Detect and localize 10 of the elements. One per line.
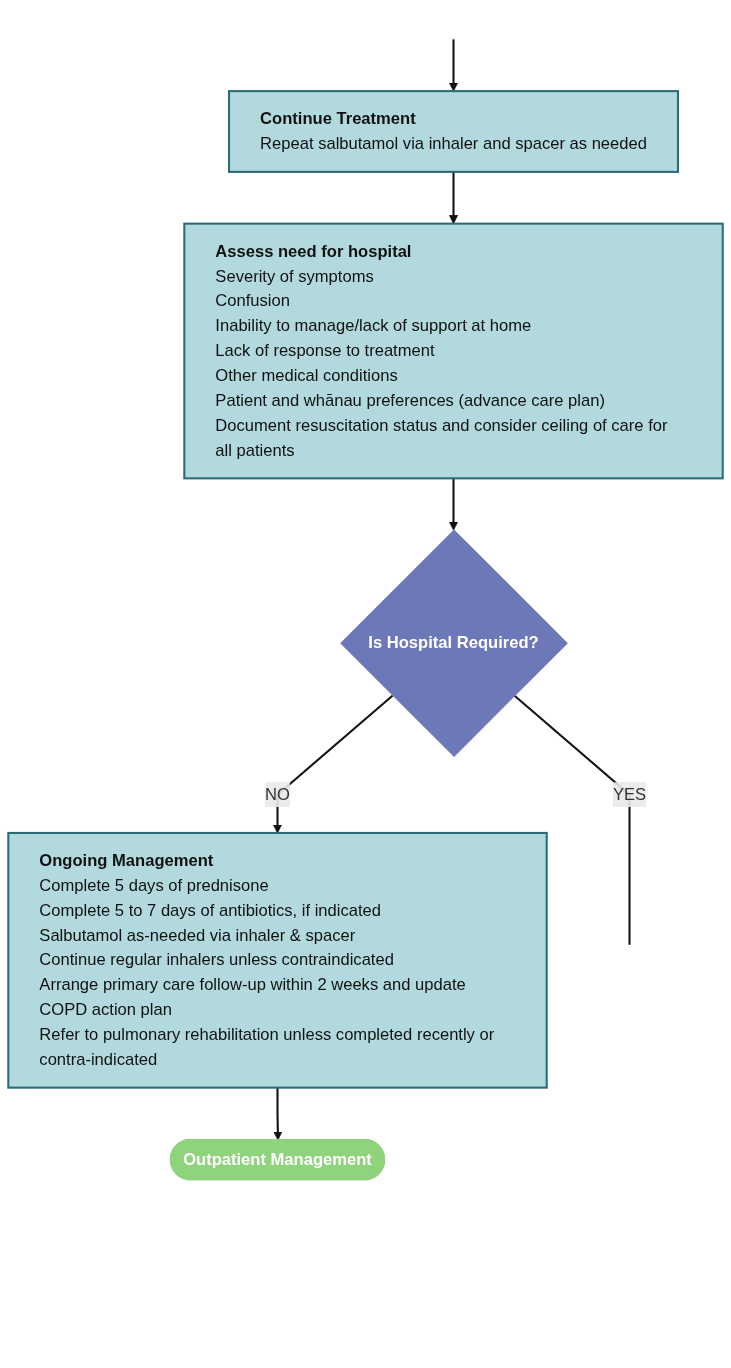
arrow xyxy=(273,1087,283,1141)
edge-label: NO xyxy=(265,785,290,803)
node-box: Assess need for hospital Severity of symptoms Confusion Inability to manage/lack of support at home Lack of response to treatment Other medical conditions Patient and whānau preferences (advance care plan) Document resuscitation status and consider ceiling of care for all patients xyxy=(183,222,724,480)
node-box: Ongoing Management Complete 5 days of prednisone Complete 5 to 7 days of antibiotics, if indicated Salbutamol as-needed via inhaler & spacer Continue regular inhalers unless contraindicated Arrange primary care follow-up within 2 weeks and update COPD action plan Refer to pulmonary rehabilitation unless completed recently or contra-indicated xyxy=(7,831,548,1089)
node-diamond: Is Hospital Required? xyxy=(340,529,568,758)
connector xyxy=(513,694,631,945)
node-box: Continue Treatment Repeat salbutamol via inhaler and spacer as needed xyxy=(228,90,679,173)
arrow xyxy=(448,478,459,531)
edge-label: YES xyxy=(612,785,647,803)
arrow xyxy=(448,39,459,92)
